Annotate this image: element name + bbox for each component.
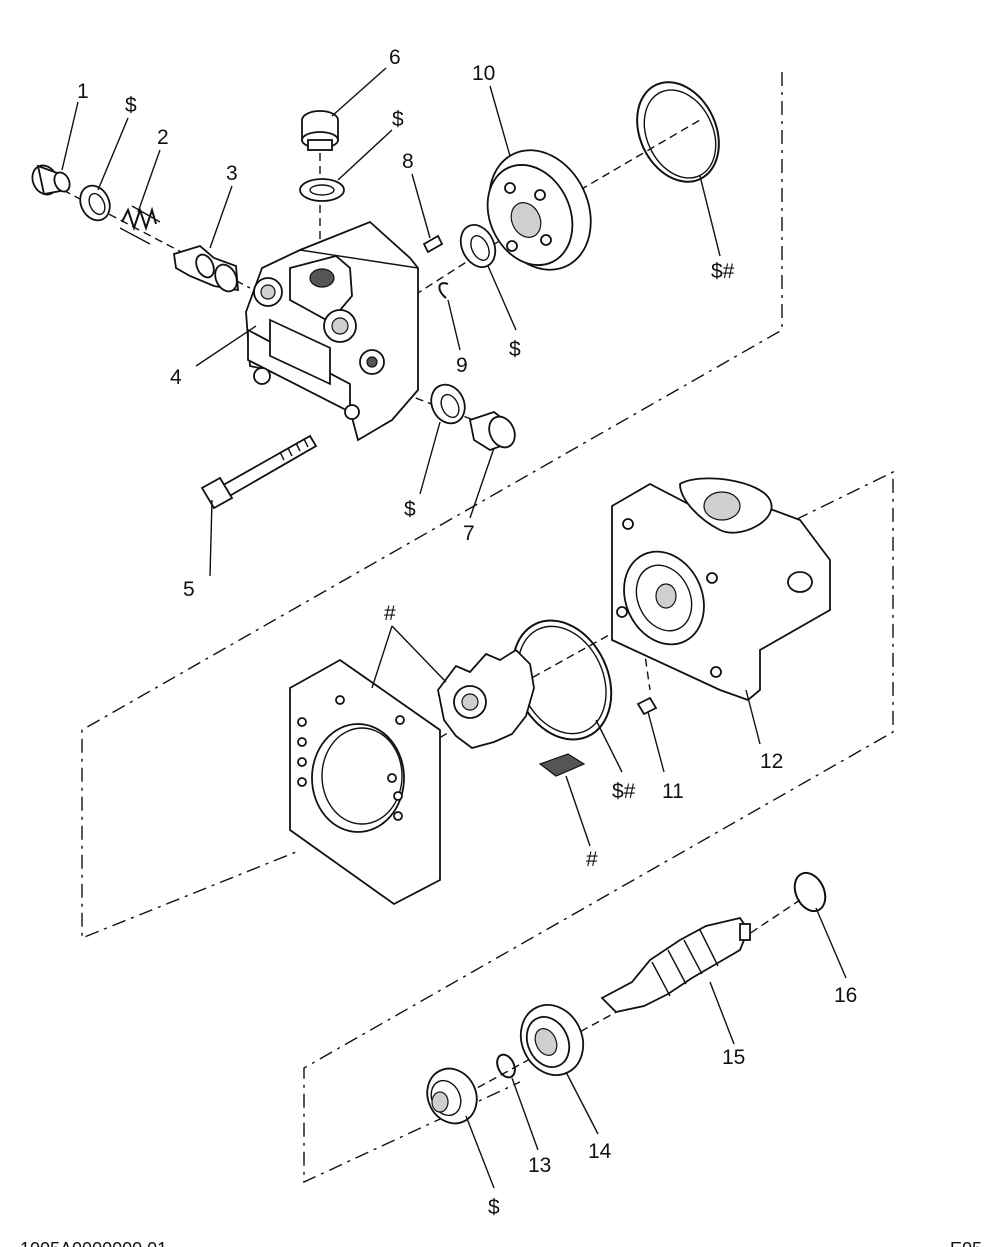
seal-ring-4 bbox=[430, 383, 466, 425]
callout-dollar-c: $ bbox=[509, 338, 521, 361]
part-7-plug bbox=[468, 410, 516, 451]
callout-2: 2 bbox=[157, 126, 169, 149]
callout-dollar-hash-a: $# bbox=[711, 260, 735, 283]
callout-1: 1 bbox=[77, 80, 89, 103]
callout-dollar-hash-b: $# bbox=[612, 780, 636, 803]
part-5-bolt bbox=[200, 434, 318, 510]
part-11-dowel bbox=[636, 696, 658, 716]
part-4-housing bbox=[245, 220, 419, 442]
o-ring-1 bbox=[636, 81, 720, 183]
seal-ring-2 bbox=[299, 178, 345, 202]
callout-4: 4 bbox=[170, 366, 182, 389]
part-3-valve bbox=[173, 244, 239, 293]
callout-10: 10 bbox=[472, 62, 495, 85]
seal-ring-3 bbox=[459, 224, 497, 268]
upper-assembly-outline bbox=[81, 72, 783, 940]
callout-13: 13 bbox=[528, 1154, 551, 1177]
callout-labels: 1 $ 2 3 4 5 6 $ 8 9 10 $ $# $ 7 # $# 11 … bbox=[77, 46, 857, 1219]
part-13-ring bbox=[496, 1053, 516, 1079]
callout-9: 9 bbox=[456, 354, 468, 377]
callout-8: 8 bbox=[402, 150, 414, 173]
callout-hash-a: # bbox=[384, 602, 396, 625]
callout-7: 7 bbox=[463, 522, 475, 545]
part-1-cap bbox=[31, 164, 71, 196]
part-12-housing bbox=[611, 477, 831, 702]
part-2-spring bbox=[119, 205, 161, 245]
part-9-clip bbox=[438, 282, 449, 299]
callout-hash-b: # bbox=[586, 848, 598, 871]
callout-15: 15 bbox=[722, 1046, 745, 1069]
callout-dollar-d: $ bbox=[404, 498, 416, 521]
cam-ring-plate bbox=[289, 658, 441, 906]
callout-5: 5 bbox=[183, 578, 195, 601]
part-10-end-plate bbox=[486, 149, 592, 271]
callout-11: 11 bbox=[662, 780, 684, 803]
callout-dollar-e: $ bbox=[488, 1196, 500, 1219]
callout-16: 16 bbox=[834, 984, 857, 1007]
part-16-snap-ring bbox=[793, 871, 827, 913]
callout-dollar-b: $ bbox=[392, 108, 404, 131]
callout-3: 3 bbox=[226, 162, 238, 185]
rotor-gear bbox=[437, 648, 535, 749]
middle-assembly-outline bbox=[303, 470, 894, 1184]
callout-6: 6 bbox=[389, 46, 401, 69]
part-8-pin bbox=[422, 234, 444, 254]
vane bbox=[538, 753, 586, 777]
part-14-bearing bbox=[519, 1004, 585, 1076]
part-6-plug bbox=[301, 110, 339, 151]
footer-right-code: E05 bbox=[950, 1239, 982, 1247]
leader-lines bbox=[61, 67, 847, 1189]
callout-dollar-a: $ bbox=[125, 94, 137, 117]
callout-12: 12 bbox=[760, 750, 783, 773]
seal-ring-1 bbox=[79, 184, 111, 222]
footer-left-code: 1005A0000000 01 bbox=[20, 1239, 167, 1247]
callout-14: 14 bbox=[588, 1140, 612, 1163]
part-15-shaft bbox=[600, 916, 751, 1013]
shaft-seal bbox=[426, 1067, 478, 1125]
